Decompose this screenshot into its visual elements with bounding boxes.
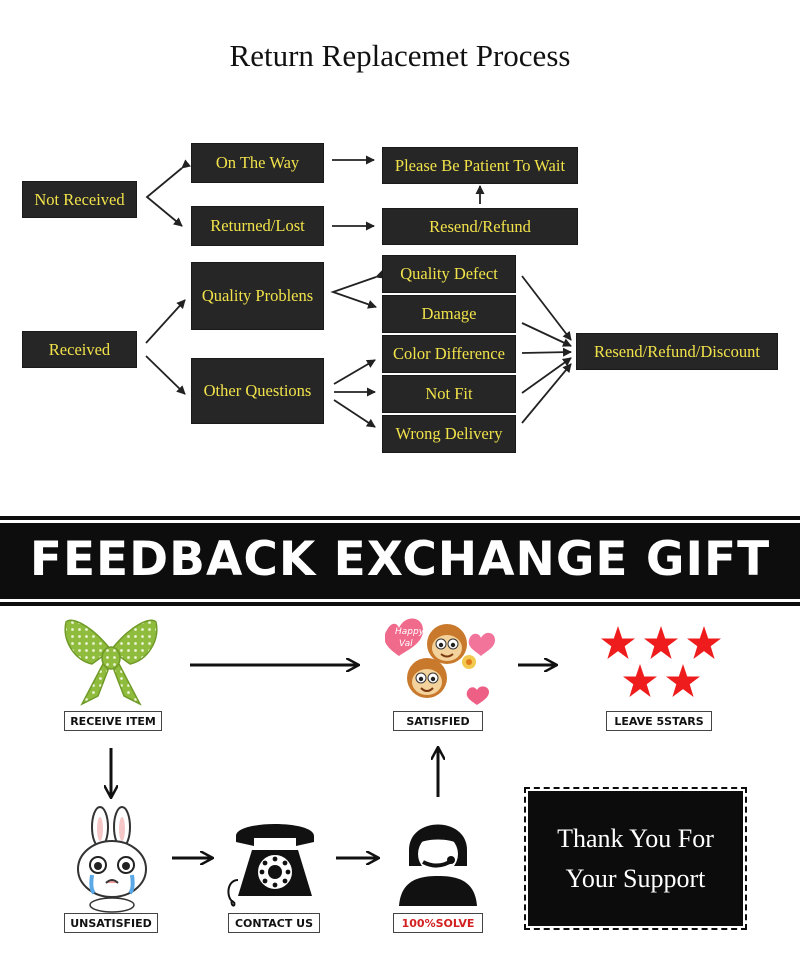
telephone-icon <box>227 824 314 907</box>
star-group <box>601 626 721 697</box>
star-icon <box>666 664 700 697</box>
arrow-wrong-final <box>521 363 572 424</box>
node-quality-defect: Quality Defect <box>382 255 516 293</box>
arrow-damage-final <box>521 322 572 347</box>
node-resend-refund: Resend/Refund <box>382 208 578 245</box>
feedback-banner <box>0 520 800 602</box>
node-not-received: Not Received <box>22 181 137 218</box>
thank-you-line-1: Thank You For <box>557 823 714 853</box>
node-other-questions: Other Questions <box>191 358 324 424</box>
label-satisfied: SATISFIED <box>393 711 483 731</box>
arrow-other-wrong <box>333 399 376 428</box>
node-on-the-way: On The Way <box>191 143 324 183</box>
arrow-color-final <box>521 347 572 357</box>
node-please-wait: Please Be Patient To Wait <box>382 147 578 184</box>
node-returned-lost: Returned/Lost <box>191 206 324 246</box>
crying-bunny-icon <box>77 806 147 913</box>
star-icon <box>623 664 657 697</box>
node-resend-refund-discount: Resend/Refund/Discount <box>576 333 778 370</box>
label-unsatisfied: UNSATISFIED <box>64 913 158 933</box>
arrow-defect-final <box>521 275 572 341</box>
arrow-received-quality <box>145 299 186 344</box>
node-color-difference: Color Difference <box>382 335 516 373</box>
star-icon <box>601 626 635 659</box>
node-not-fit: Not Fit <box>382 375 516 413</box>
node-damage: Damage <box>382 295 516 333</box>
support-agent-icon <box>399 824 477 906</box>
label-leave-5stars: LEAVE 5STARS <box>606 711 712 731</box>
node-wrong-delivery: Wrong Delivery <box>382 415 516 453</box>
star-icon <box>644 626 678 659</box>
label-100-solve: 100%SOLVE <box>393 913 483 933</box>
thank-you-line-2: Your Support <box>565 863 706 893</box>
label-receive-item: RECEIVE ITEM <box>64 711 162 731</box>
flow-connectors <box>145 155 572 428</box>
feedback-banner-title: FEEDBACK EXCHANGE GIFT <box>29 532 771 587</box>
label-contact-us: CONTACT US <box>228 913 320 933</box>
node-received: Received <box>22 331 137 368</box>
fork-not-received <box>145 159 192 227</box>
five-stars-icon <box>601 626 721 697</box>
fork-quality <box>330 270 386 309</box>
arrow-other-color <box>333 359 376 385</box>
star-icon <box>687 626 721 659</box>
node-quality-problems: Quality Problens <box>191 262 324 330</box>
bow-icon <box>64 619 158 706</box>
sticker-text-2: Val <box>399 639 413 649</box>
arrow-received-other <box>145 355 186 395</box>
happy-monkeys-icon: Happy Val <box>385 618 495 705</box>
sticker-text-1: Happy <box>395 627 425 637</box>
page-title: Return Replacemet Process <box>229 38 571 73</box>
thank-you-box: Thank You For Your Support <box>524 787 747 930</box>
